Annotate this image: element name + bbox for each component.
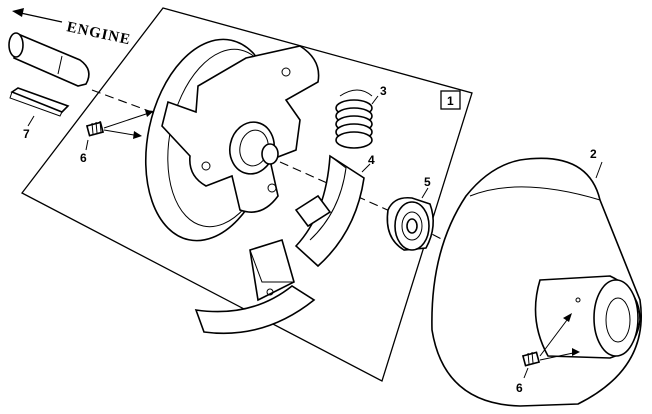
engine-direction-arrow — [12, 8, 63, 23]
key — [9, 87, 70, 117]
bearing — [386, 196, 434, 251]
spring-leader — [371, 95, 379, 105]
drum-leader — [595, 161, 603, 179]
assembly-label: 1 — [447, 94, 454, 108]
bearing-label: 5 — [424, 175, 431, 189]
clutch-shoe-lower — [194, 238, 316, 335]
clutch-hub — [144, 38, 320, 242]
set-screw-right-leader — [523, 367, 529, 379]
crankshaft — [8, 32, 90, 87]
engine-label: ENGINE — [65, 19, 132, 48]
key-label: 7 — [23, 127, 30, 141]
drum-label: 2 — [590, 147, 597, 161]
assembly-box — [21, 7, 473, 382]
shoe-leader — [361, 163, 371, 173]
set-screw-left — [85, 120, 105, 137]
spring-label: 3 — [380, 84, 387, 98]
set-screw-left-label: 6 — [80, 151, 87, 165]
clutch-shoe-upper — [294, 154, 365, 268]
set-screw-right — [521, 351, 541, 367]
assembly-label-box — [440, 90, 461, 110]
clutch-drum — [431, 157, 642, 407]
key-leader — [27, 115, 35, 127]
spring — [335, 89, 373, 149]
bearing-leader — [421, 187, 429, 199]
set-screw-right-label: 6 — [516, 381, 523, 395]
set-screw-right-arrows — [539, 313, 580, 361]
set-screw-left-arrows — [103, 110, 154, 139]
set-screw-left-leader — [85, 139, 89, 151]
shoe-label: 4 — [368, 153, 375, 167]
